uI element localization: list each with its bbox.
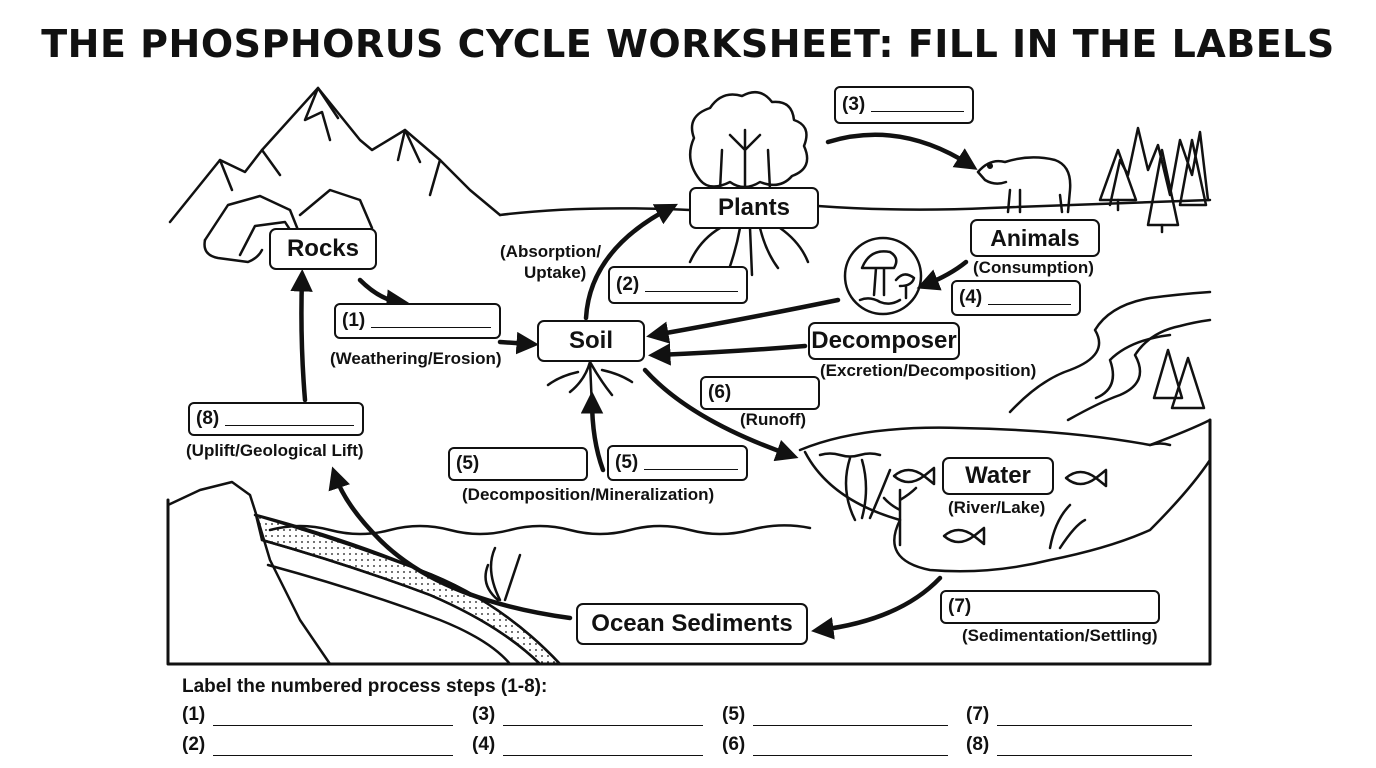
caption-absorption-1: (Absorption/	[500, 242, 602, 261]
blank-8-label: (8)	[196, 408, 220, 429]
caption-river-lake: (River/Lake)	[948, 498, 1046, 517]
node-water: Water	[942, 457, 1054, 495]
caption-decomposition: (Decomposition/Mineralization)	[462, 485, 715, 504]
blank-8[interactable]: (8)	[188, 402, 364, 436]
blank-5b[interactable]: (5)	[607, 445, 748, 481]
answer-line-1[interactable]: (1)	[182, 704, 454, 726]
caption-runoff: (Runoff)	[740, 410, 807, 429]
node-plants: Plants	[689, 187, 819, 229]
caption-uplift: (Uplift/Geological Lift)	[186, 441, 364, 460]
mountains-drawing	[168, 86, 692, 264]
answer-label-3: (3)	[472, 704, 496, 725]
blank-3-label: (3)	[842, 94, 866, 115]
blank-3[interactable]: (3)	[834, 86, 974, 124]
pine-trees-drawing	[1098, 126, 1210, 234]
caption-absorption-2: Uptake)	[524, 263, 587, 282]
blank-7-label: (7)	[948, 596, 972, 617]
node-soil: Soil	[537, 320, 645, 362]
blank-5b-label: (5)	[615, 452, 639, 473]
caption-weathering: (Weathering/Erosion)	[330, 349, 502, 368]
answer-line-8[interactable]: (8)	[966, 734, 1193, 756]
blank-7[interactable]: (7)	[940, 590, 1160, 624]
answer-label-6: (6)	[722, 734, 746, 755]
answer-label-7: (7)	[966, 704, 990, 725]
node-animals: Animals	[970, 219, 1100, 257]
blank-5a[interactable]: (5)	[448, 447, 588, 481]
blank-5a-label: (5)	[456, 453, 480, 474]
soil-roots-drawing	[546, 360, 634, 410]
caption-sedimentation: (Sedimentation/Settling)	[962, 626, 1158, 645]
decomposer-drawing	[843, 236, 923, 316]
answer-line-2[interactable]: (2)	[182, 734, 454, 756]
answer-line-5[interactable]: (5)	[722, 704, 949, 726]
node-ocean-sediments: Ocean Sediments	[576, 603, 808, 645]
blank-6[interactable]: (6)	[700, 376, 820, 410]
blank-4-label: (4)	[959, 287, 983, 308]
bear-drawing	[976, 156, 1072, 214]
caption-excretion: (Excretion/Decomposition)	[820, 361, 1037, 380]
answer-line-6[interactable]: (6)	[722, 734, 949, 756]
blank-2[interactable]: (2)	[608, 266, 748, 304]
answer-label-2: (2)	[182, 734, 206, 755]
blank-1[interactable]: (1)	[334, 303, 501, 339]
answer-line-7[interactable]: (7)	[966, 704, 1193, 726]
blank-4[interactable]: (4)	[951, 280, 1081, 316]
answer-label-4: (4)	[472, 734, 496, 755]
page-title: THE PHOSPHORUS CYCLE WORKSHEET: FILL IN …	[41, 22, 1335, 66]
answer-label-5: (5)	[722, 704, 746, 725]
answer-line-4[interactable]: (4)	[472, 734, 704, 756]
small-pines-drawing	[1152, 348, 1206, 410]
answer-instruction: Label the numbered process steps (1-8):	[182, 676, 548, 697]
answer-label-1: (1)	[182, 704, 206, 725]
sediment-layers-drawing	[166, 480, 562, 666]
fish-drawings	[892, 466, 1108, 546]
caption-consumption: (Consumption)	[973, 258, 1094, 277]
blank-6-label: (6)	[708, 382, 732, 403]
answer-line-3[interactable]: (3)	[472, 704, 704, 726]
node-decomposer: Decomposer	[808, 322, 960, 360]
blank-2-label: (2)	[616, 274, 640, 295]
trees-drawing	[688, 90, 810, 277]
water-basin-drawing	[798, 418, 1212, 573]
river-drawing	[1008, 290, 1212, 422]
blank-1-label: (1)	[342, 310, 366, 331]
cycle-arrows	[290, 132, 978, 640]
frame-border	[166, 418, 1212, 666]
water-surface-line	[268, 524, 812, 536]
node-rocks: Rocks	[269, 228, 377, 270]
answer-label-8: (8)	[966, 734, 990, 755]
